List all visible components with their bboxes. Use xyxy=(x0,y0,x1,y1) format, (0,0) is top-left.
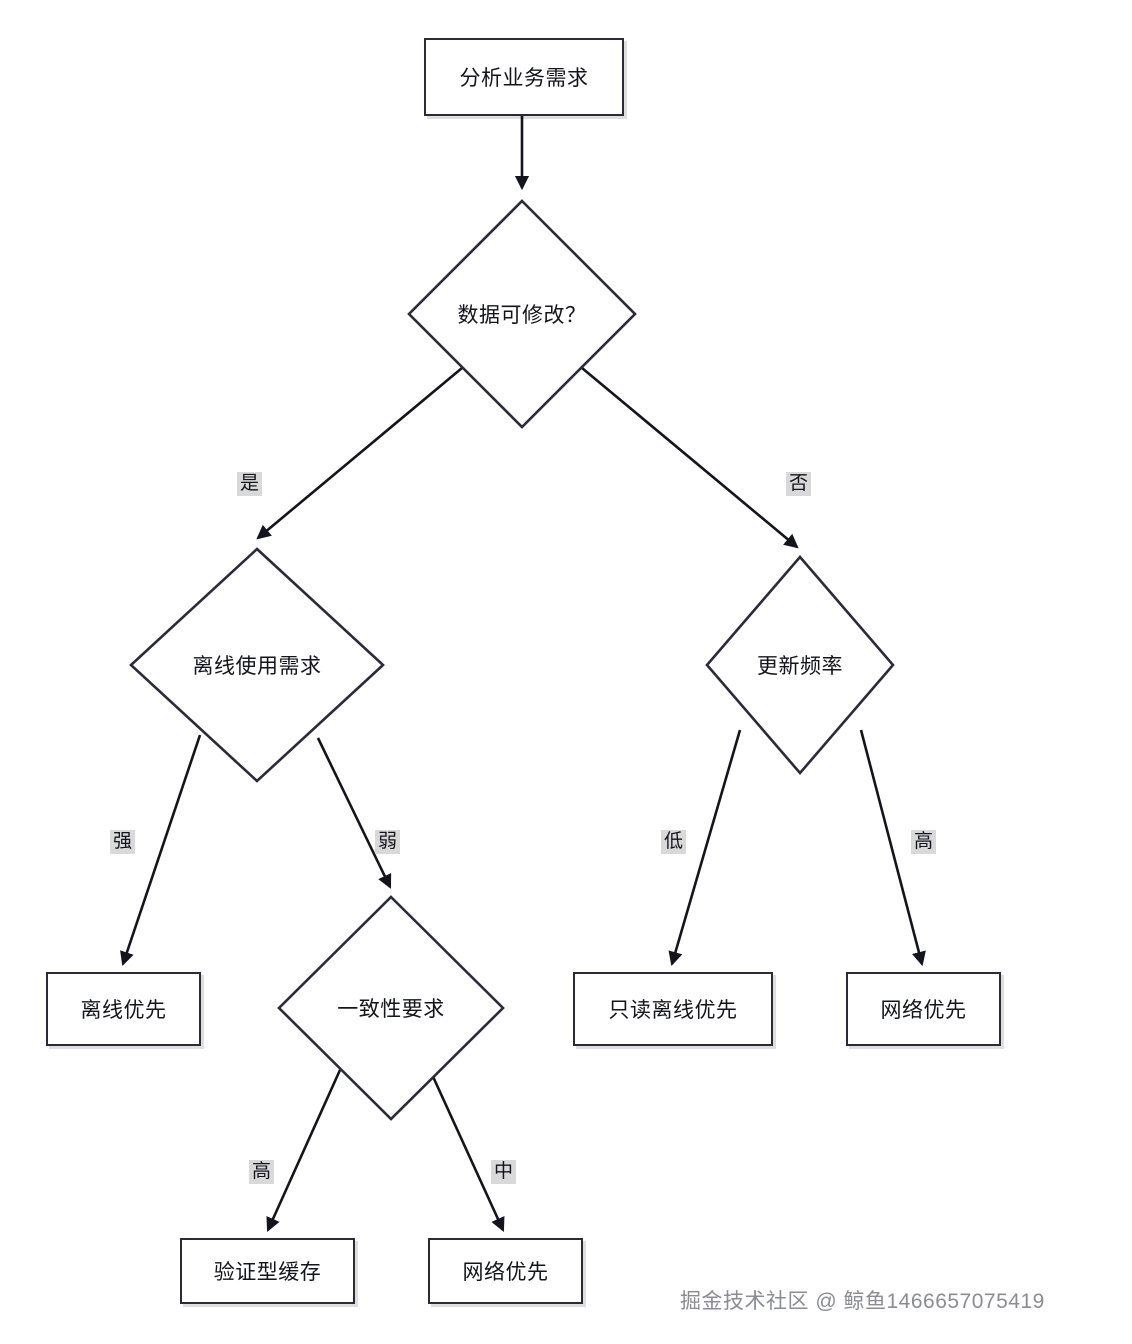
node-update-frequency-decision[interactable]: 更新频率 xyxy=(703,553,897,777)
edge-n3-n6 xyxy=(316,737,392,889)
edge-n2-n4 xyxy=(581,367,799,549)
edge-label-weak: 弱 xyxy=(375,830,401,854)
node-analyze-requirements[interactable]: 分析业务需求 xyxy=(424,38,624,116)
edge-n6-n9 xyxy=(266,1069,342,1232)
node-label: 离线使用需求 xyxy=(192,655,322,678)
node-label: 网络优先 xyxy=(462,1261,549,1284)
node-network-first-2[interactable]: 网络优先 xyxy=(428,1238,583,1304)
node-label: 离线优先 xyxy=(80,999,167,1022)
watermark-text: 掘金技术社区 @ 鲸鱼1466657075419 xyxy=(680,1290,1045,1313)
node-consistency-decision[interactable]: 一致性要求 xyxy=(275,893,507,1123)
diamond-shape xyxy=(277,895,505,1121)
edge-label-yes: 是 xyxy=(237,472,263,496)
edge-label-medium: 中 xyxy=(491,1160,517,1184)
edge-label-high-2: 高 xyxy=(249,1160,275,1184)
edge-label-no: 否 xyxy=(786,472,812,496)
node-label: 数据可修改？ xyxy=(457,304,587,327)
diamond-shape xyxy=(705,555,895,775)
node-offline-need-decision[interactable]: 离线使用需求 xyxy=(127,545,387,785)
node-label: 验证型缓存 xyxy=(213,1261,322,1284)
node-offline-first[interactable]: 离线优先 xyxy=(46,972,201,1046)
edge-label-low: 低 xyxy=(661,830,687,854)
edge-n6-n10 xyxy=(428,1069,505,1232)
edge-label-strong: 强 xyxy=(110,830,136,854)
node-validated-cache[interactable]: 验证型缓存 xyxy=(180,1238,355,1304)
node-label: 一致性要求 xyxy=(337,998,445,1021)
edge-n4-n7 xyxy=(668,729,742,967)
edge-n3-n5 xyxy=(120,734,202,967)
node-label: 网络优先 xyxy=(880,999,967,1022)
edge-n2-n3 xyxy=(256,367,463,540)
diamond-shape xyxy=(407,199,637,429)
diamond-shape xyxy=(129,547,385,783)
edge-label-high: 高 xyxy=(911,830,937,854)
node-readonly-offline-first[interactable]: 只读离线优先 xyxy=(573,972,773,1046)
edge-n4-n8 xyxy=(859,729,926,967)
node-network-first[interactable]: 网络优先 xyxy=(846,972,1001,1046)
node-data-mutable-decision[interactable]: 数据可修改？ xyxy=(405,197,639,431)
node-label: 分析业务需求 xyxy=(459,67,589,90)
node-label: 更新频率 xyxy=(757,655,843,678)
node-label: 只读离线优先 xyxy=(608,999,738,1022)
